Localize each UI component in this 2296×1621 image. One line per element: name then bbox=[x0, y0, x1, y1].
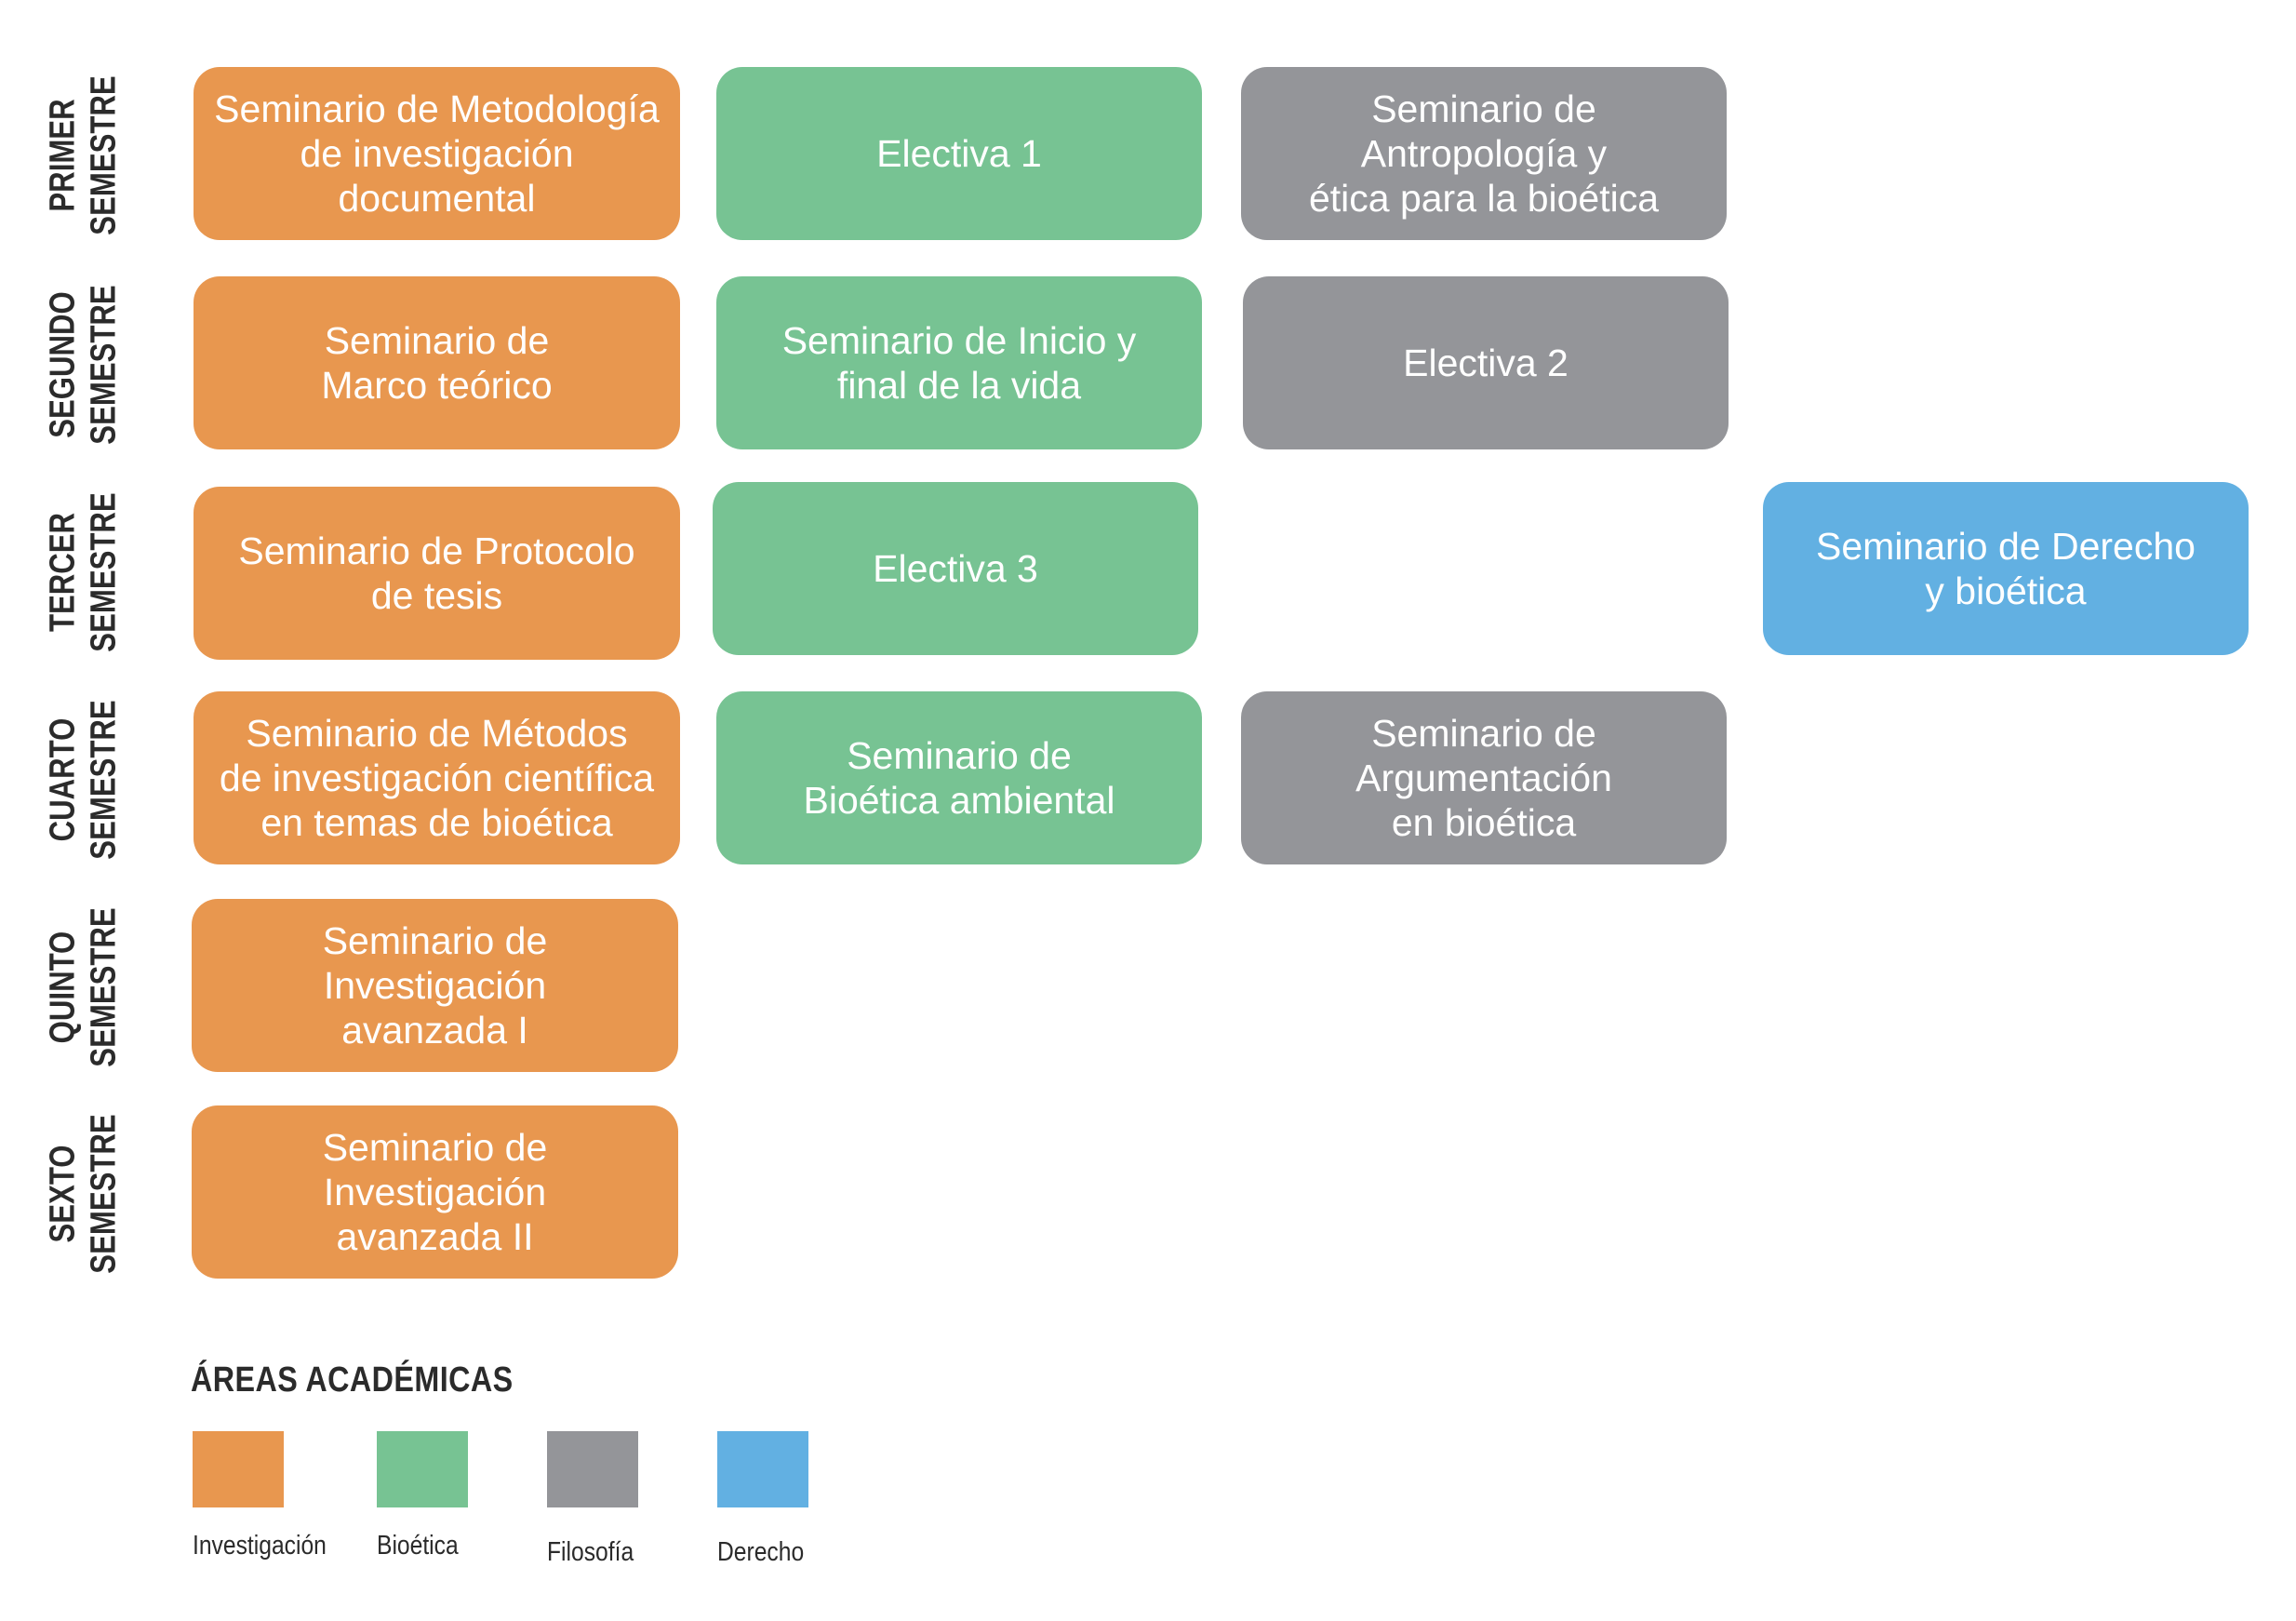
course-box-s6-investigacion: Seminario de Investigación avanzada II bbox=[192, 1105, 678, 1279]
course-box-s3-bioetica: Electiva 3 bbox=[713, 482, 1198, 655]
legend-swatch-bioetica bbox=[377, 1431, 468, 1507]
course-box-s2-investigacion: Seminario de Marco teórico bbox=[194, 276, 680, 449]
legend-swatch-derecho bbox=[717, 1431, 808, 1507]
legend-title: ÁREAS ACADÉMICAS bbox=[191, 1360, 514, 1400]
course-box-s1-filosofia: Seminario de Antropología y ética para l… bbox=[1241, 67, 1727, 240]
course-box-s4-investigacion: Seminario de Métodos de investigación ci… bbox=[194, 691, 680, 864]
course-box-s3-investigacion: Seminario de Protocolo de tesis bbox=[194, 487, 680, 660]
course-box-s4-filosofia: Seminario de Argumentación en bioética bbox=[1241, 691, 1727, 864]
course-box-s1-investigacion: Seminario de Metodología de investigació… bbox=[194, 67, 680, 240]
legend-label-derecho: Derecho bbox=[717, 1537, 805, 1567]
course-box-s1-bioetica: Electiva 1 bbox=[716, 67, 1202, 240]
course-box-s2-filosofia: Electiva 2 bbox=[1243, 276, 1729, 449]
legend-label-bioetica: Bioética bbox=[377, 1531, 459, 1561]
legend-swatch-filosofia bbox=[547, 1431, 638, 1507]
legend-swatch-investigacion bbox=[193, 1431, 284, 1507]
legend-label-filosofia: Filosofía bbox=[547, 1537, 634, 1567]
legend-label-investigacion: Investigación bbox=[193, 1531, 327, 1561]
course-box-s3-derecho: Seminario de Derecho y bioética bbox=[1763, 482, 2249, 655]
course-box-s2-bioetica: Seminario de Inicio y final de la vida bbox=[716, 276, 1202, 449]
course-box-s5-investigacion: Seminario de Investigación avanzada I bbox=[192, 899, 678, 1072]
course-box-s4-bioetica: Seminario de Bioética ambiental bbox=[716, 691, 1202, 864]
